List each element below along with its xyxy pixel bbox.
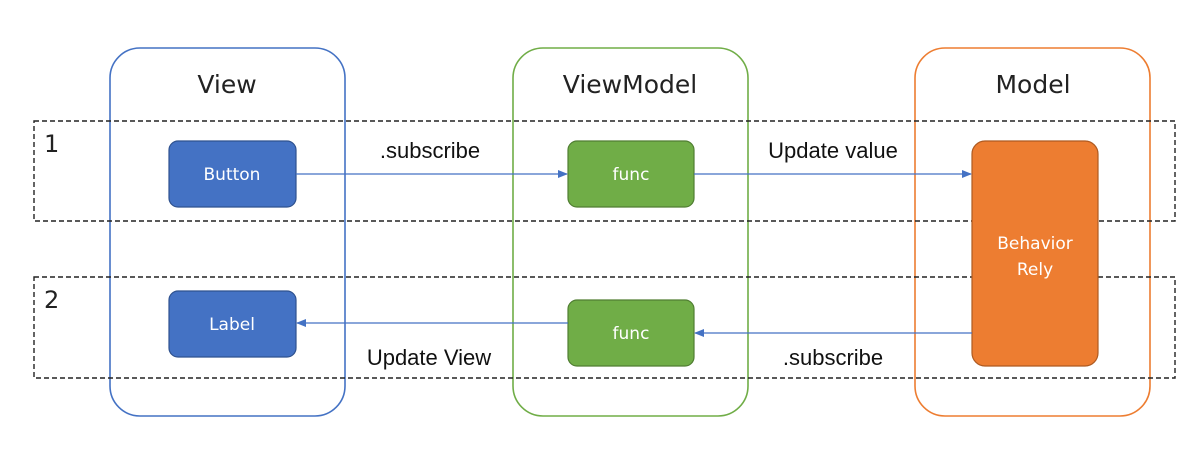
model-column-title: Model [995,70,1070,99]
viewmodel-column-title: ViewModel [563,70,697,99]
func-top-node-label: func [613,165,650,185]
edge-label-subscribe-top: .subscribe [380,138,480,163]
behavior-relay-label-line1: Behavior [997,234,1073,254]
behavior-relay-node: Behavior Rely [971,140,1099,367]
viewmodel-column [512,47,749,417]
model-column [914,47,1151,417]
row-2-number: 2 [44,286,59,314]
edge-label-subscribe-bottom: .subscribe [783,345,883,370]
label-node-label: Label [209,315,255,335]
func-top-node: func [567,140,695,208]
button-node: Button [168,140,297,208]
func-bottom-node-label: func [613,324,650,344]
row-1-frame [33,120,1176,222]
button-node-label: Button [204,165,261,185]
func-bottom-node: func [567,299,695,367]
label-node: Label [168,290,297,358]
edge-label-update-value: Update value [768,138,898,163]
behavior-relay-label-line2: Rely [1017,260,1053,280]
view-column-title: View [197,70,256,99]
row-2-frame [33,276,1176,379]
edge-label-update-view: Update View [367,345,491,370]
row-1-number: 1 [44,130,59,158]
view-column [109,47,346,417]
